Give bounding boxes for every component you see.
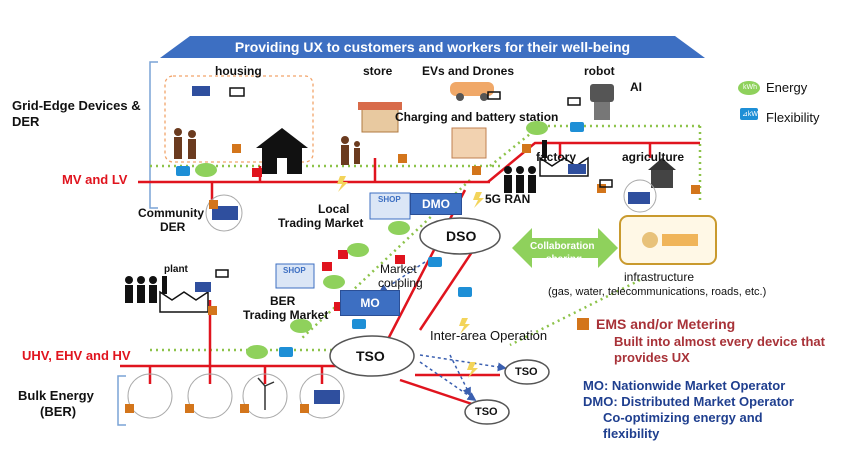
mv-lv-label: MV and LV [62,172,128,187]
charging-label: Charging and battery station [395,110,559,124]
legend-energy-label: Energy [766,80,808,95]
shop-sign: SHOP [378,195,401,204]
ems-line2: provides UX [614,350,690,365]
ber-label: (BER) [40,404,77,419]
infrastructure-label: infrastructure [624,270,695,284]
community-label: Community [138,206,204,220]
agriculture-label: agriculture [622,150,685,164]
flow-arrows [378,261,507,402]
farm-icon [648,158,676,188]
uhv-line [120,189,500,407]
grid-edge-label: Grid-Edge Devices & [12,98,141,113]
battery-icon [215,87,613,278]
ems-title: EMS and/or Metering [596,316,736,332]
market-coupling-label: Market [380,262,417,276]
dmo-line3: flexibility [603,426,660,441]
mv-lv-line [138,141,700,200]
housing-label: housing [215,64,262,78]
bulk-energy-label: Bulk Energy [18,388,94,403]
ai-label: AI [630,80,642,94]
people-icon [174,128,360,165]
infrastructure-icon [642,232,658,248]
tso-node-a[interactable]: TSO [515,366,538,378]
ran-label: 5G RAN [485,192,531,206]
der-label: DER [12,114,40,129]
housing-box [164,75,314,163]
infrastructure-detail: (gas, water, telecommunications, roads, … [548,286,767,298]
collaboration-arrow [512,228,618,268]
banner-title: Providing UX to customers and workers fo… [234,39,631,55]
grid-edge-bracket [149,61,158,209]
pipe-icon [662,234,698,246]
dso-node[interactable]: DSO [446,228,477,244]
local-market-label: Local [318,202,350,216]
legend-kwh: kWh [743,84,757,91]
sharing-label: sharing [546,254,583,265]
bulk-bracket [117,375,126,426]
mo-node[interactable]: MO [340,290,400,316]
collaboration-label: Collaboration [530,241,595,252]
robot-label: robot [584,64,615,78]
wind-turbine-icon [257,377,275,410]
factory-label: factory [536,150,577,164]
dmo-line2: Co-optimizing energy and [603,410,763,425]
plant-label: plant [164,264,188,275]
car-icon [450,82,494,101]
evs-label: EVs and Drones [422,64,515,78]
flexibility-badge [176,108,758,357]
tso-node-b[interactable]: TSO [475,406,498,418]
ber-market-label-2: Trading Market [243,308,329,322]
factory-icon [159,276,209,313]
cloud-icon [329,217,550,425]
house-icon [256,128,308,174]
local-market-label-2: Trading Market [278,216,364,230]
legend-flexibility-label: Flexibility [766,110,820,125]
mo-definition: MO: Nationwide Market Operator [583,378,786,393]
legend-dkw: ⊿kW [742,111,758,118]
shop-icon [275,192,411,289]
community-der-label: DER [160,220,186,234]
robot-icon [590,84,614,120]
banner-shape [160,36,705,58]
ber-market-label: BER [270,294,296,308]
yen-icon [252,168,405,311]
chip-icon [125,144,700,413]
shop-sign: SHOP [283,266,306,275]
solar-panel-icon [192,86,650,404]
lightning-icon [337,176,484,378]
people-icon [125,166,536,303]
ems-line1: Built into almost every device that [614,334,825,349]
dmo-node[interactable]: DMO [410,193,462,215]
tso-main-node[interactable]: TSO [356,348,385,364]
charging-station [451,127,487,159]
inter-area-label: Inter-area Operation [430,328,548,343]
dmo-definition: DMO: Distributed Market Operator [583,394,794,409]
circle-frames [127,179,657,419]
store-label: store [363,64,393,78]
energy-badge [195,81,760,359]
uhv-label: UHV, EHV and HV [22,348,131,363]
store-building [358,102,402,133]
market-coupling-label-2: coupling [378,276,423,290]
